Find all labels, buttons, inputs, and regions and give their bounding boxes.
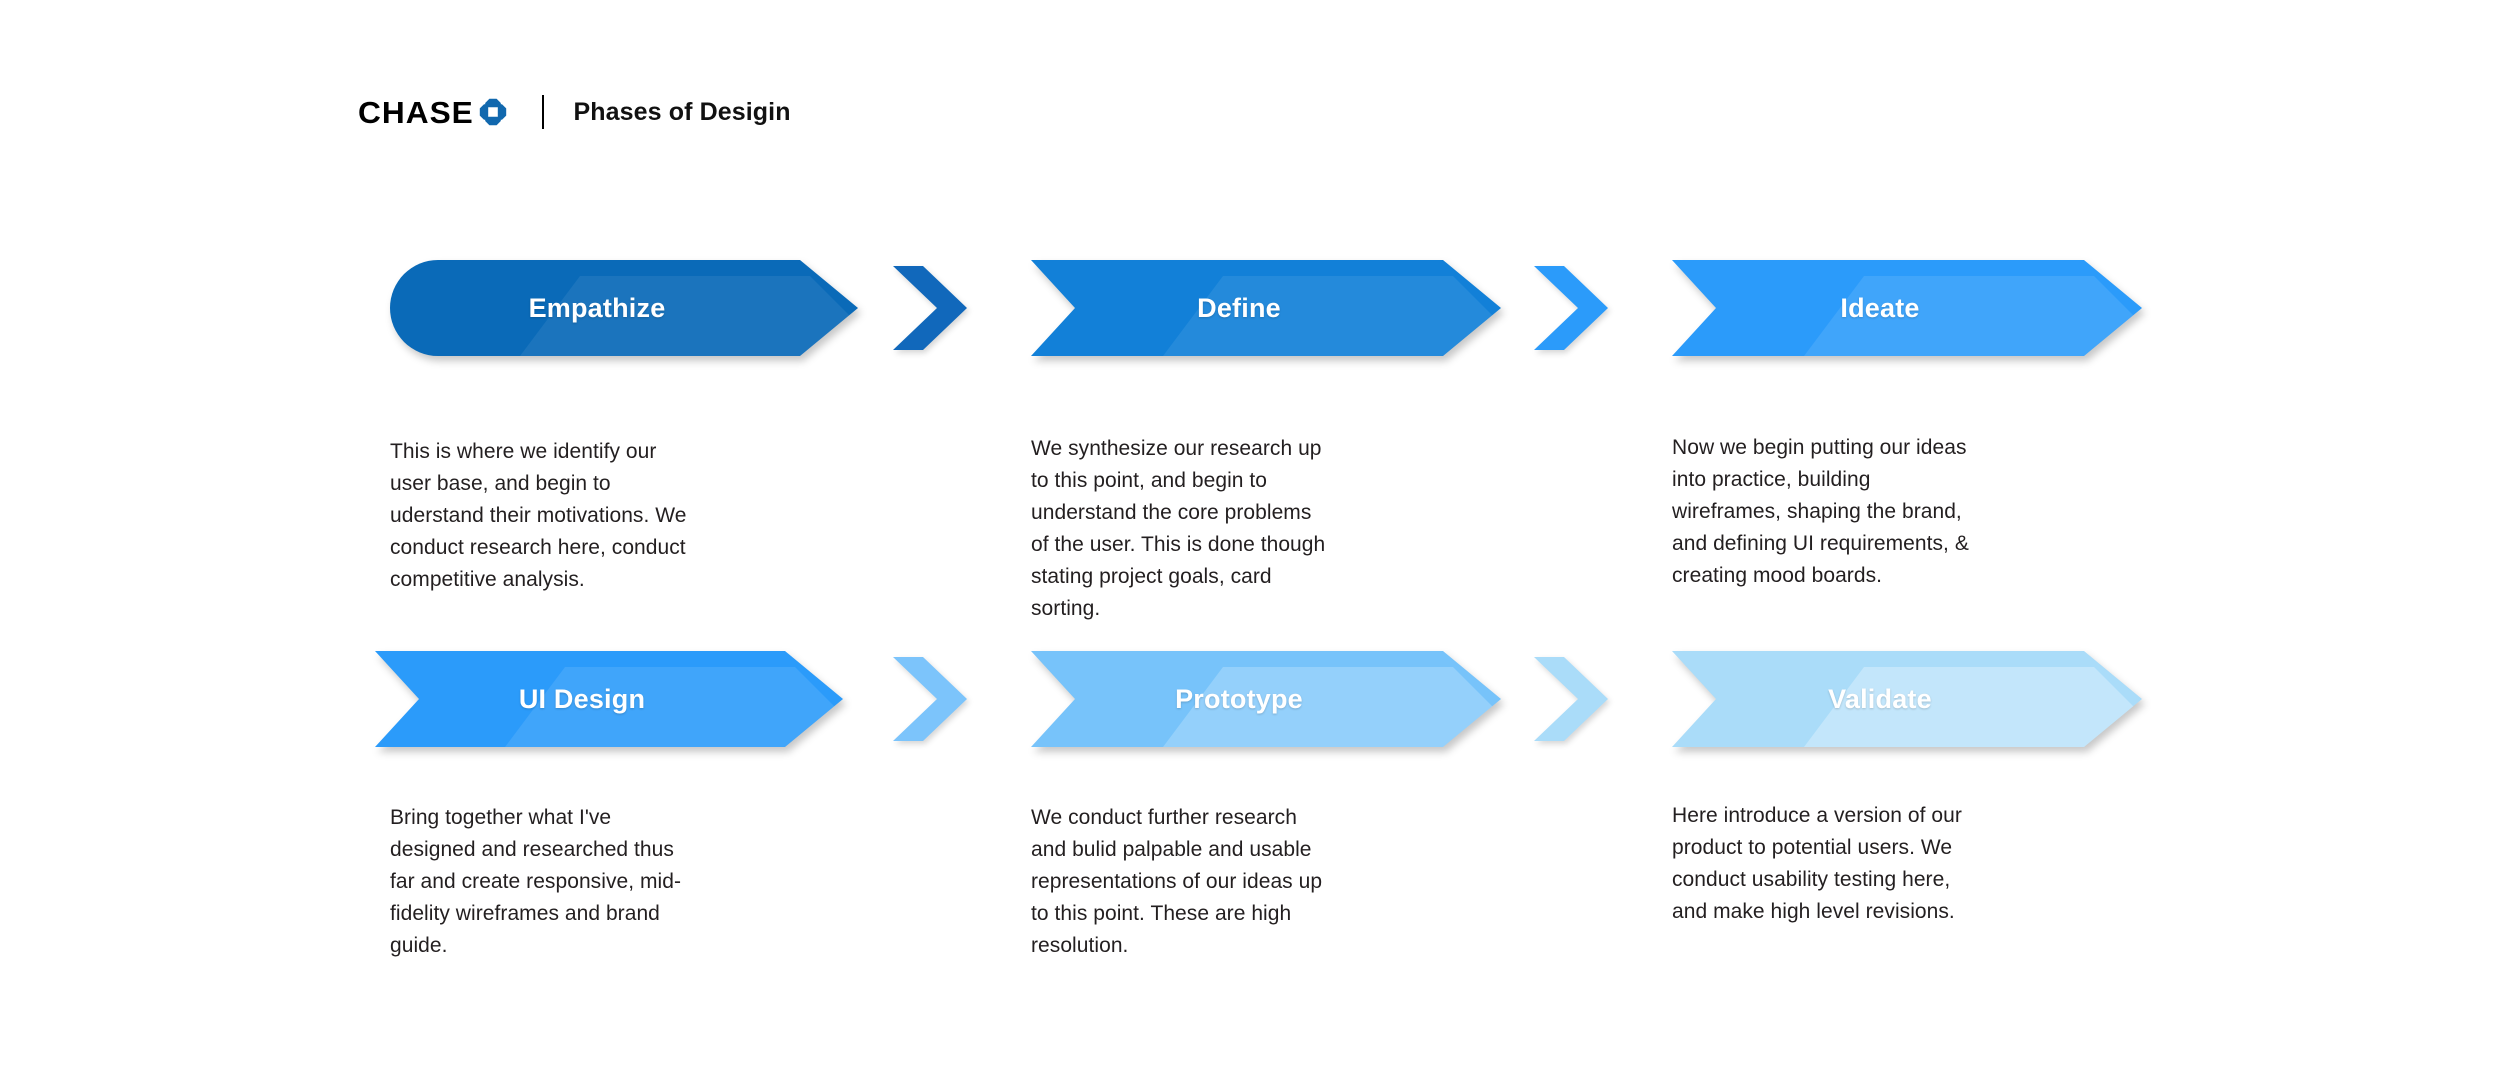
- header-divider: [541, 95, 544, 129]
- stage-banner-shape: [1031, 260, 1501, 356]
- stage-description-empathize: This is where we identify our user base,…: [390, 440, 687, 591]
- stage-validate[interactable]: Validate: [1672, 651, 2142, 747]
- chase-octagon-logo-icon: [478, 97, 508, 127]
- stage-banner-shape: [1672, 651, 2142, 747]
- stage-description-ui-design: Bring together what I've designed and re…: [390, 806, 682, 957]
- chase-wordmark: CHASE: [358, 94, 474, 130]
- stage-banner-shape: [1672, 260, 2142, 356]
- connector-4: [1534, 657, 1608, 741]
- stage-ui-design[interactable]: UI Design: [375, 651, 843, 747]
- stage-description-ideate: Now we begin putting our ideas into prac…: [1672, 436, 1969, 587]
- connector-3: [893, 657, 967, 741]
- stage-banner-shape: [375, 651, 843, 747]
- page-title: Phases of Desigin: [573, 97, 791, 126]
- stage-description-validate: Here introduce a version of our product …: [1672, 804, 1962, 923]
- stage-empathize[interactable]: Empathize: [390, 260, 858, 356]
- brand-header: CHASE Phases of Desigin: [358, 92, 791, 132]
- stage-ideate[interactable]: Ideate: [1672, 260, 2142, 356]
- stage-define[interactable]: Define: [1031, 260, 1501, 356]
- connector-1: [893, 266, 967, 350]
- stage-banner-shape: [1031, 651, 1501, 747]
- stage-description-define: We synthesize our research up to this po…: [1031, 437, 1326, 620]
- stage-description-prototype: We conduct further research and bulid pa…: [1031, 806, 1323, 957]
- stage-prototype[interactable]: Prototype: [1031, 651, 1501, 747]
- connector-2: [1534, 266, 1608, 350]
- stage-banner-shape: [390, 260, 858, 356]
